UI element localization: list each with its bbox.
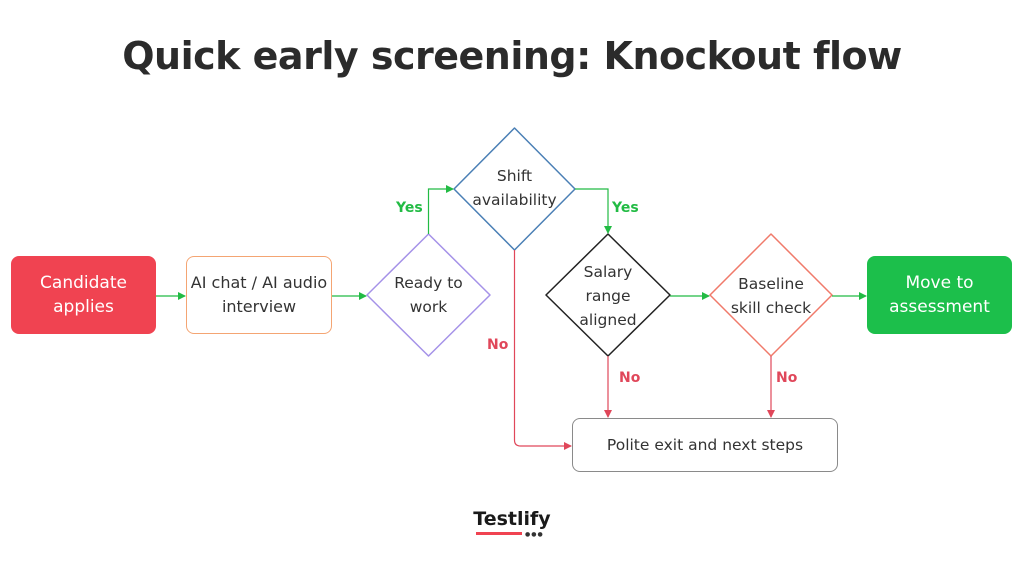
logo-underline (476, 532, 522, 535)
arrow-shift-to-salary (575, 188, 612, 234)
salary-label: Salary range aligned (579, 263, 637, 329)
shift-yes-label: Yes (612, 200, 639, 216)
arrow-shift-no-to-exit (513, 250, 572, 450)
skill-no-label: No (776, 370, 798, 386)
ready-diamond (366, 233, 491, 357)
testlify-logo: Testlify (473, 508, 551, 530)
shift-label: Shift availability (472, 167, 557, 209)
finish-node: Move to assessment (867, 256, 1012, 334)
shift-no-label: No (487, 337, 509, 353)
start-node: Candidate applies (11, 256, 156, 334)
arrow-ready-to-shift (427, 185, 454, 234)
skill-label: Baseline skill check (730, 275, 812, 317)
exit-node: Polite exit and next steps (572, 418, 838, 472)
salary-no-label: No (619, 370, 641, 386)
interview-node: AI chat / AI audio interview (186, 256, 332, 334)
ready-label: Ready to work (394, 274, 463, 316)
ready-yes-label: Yes (396, 200, 423, 216)
page-title: Quick early screening: Knockout flow (122, 34, 902, 78)
logo-dots: ●●● (525, 531, 544, 538)
